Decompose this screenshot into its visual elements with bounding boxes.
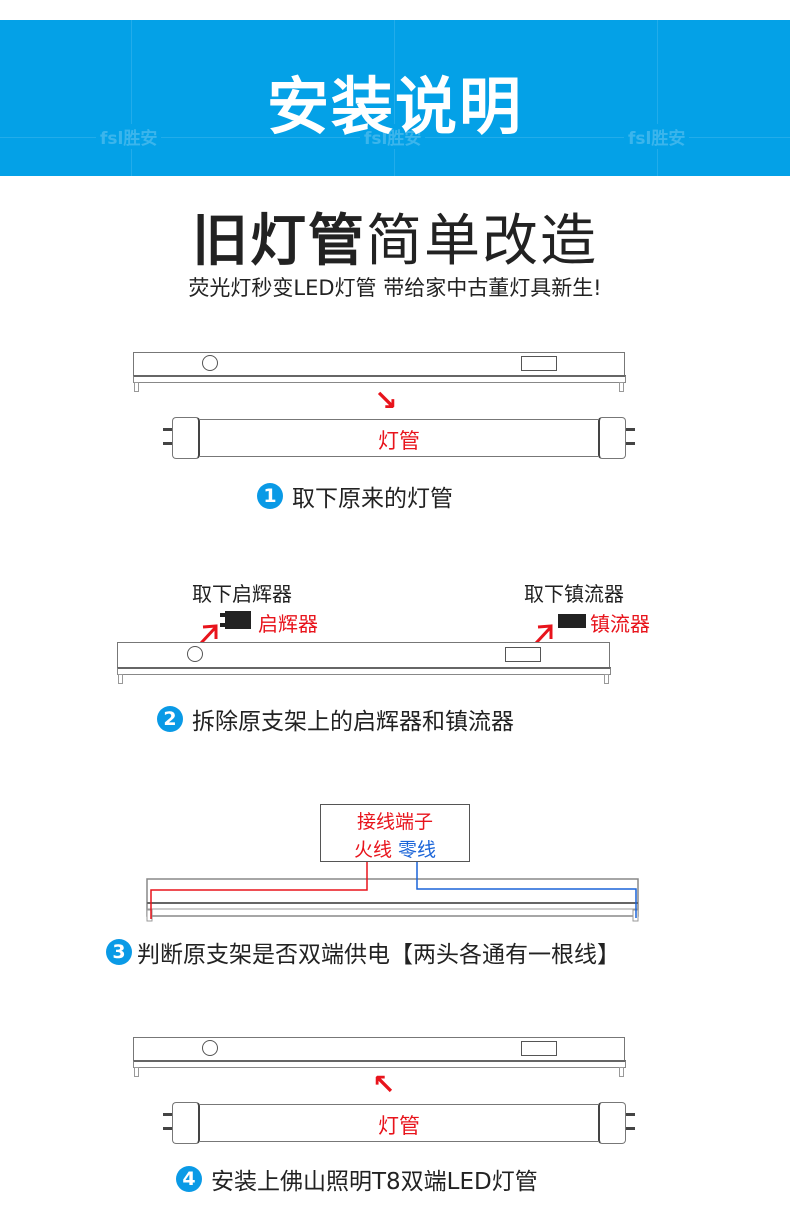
watermark: fsl胜安 — [624, 124, 690, 149]
tube-pin — [163, 428, 172, 431]
ballast-icon — [558, 614, 586, 628]
callout-remove-ballast: 取下镇流器 — [524, 582, 624, 606]
tube-label: 灯管 — [378, 1114, 420, 1138]
fixture-leg — [118, 674, 123, 684]
live-wire — [150, 862, 368, 919]
tube-pin — [163, 1127, 172, 1130]
ballast-box — [521, 1041, 557, 1056]
tube-end-cap — [598, 1102, 635, 1144]
starter-socket — [202, 355, 218, 371]
step-caption: 1 取下原来的灯管 — [257, 479, 453, 513]
starter-icon — [220, 611, 251, 629]
neutral-wire-label: 零线 — [398, 839, 437, 861]
ballast-box — [521, 356, 557, 371]
fixture-leg — [134, 382, 139, 392]
ballast-box — [505, 647, 541, 662]
tube-end-cap — [163, 1102, 200, 1144]
fixture-leg — [604, 674, 609, 684]
starter-socket — [202, 1040, 218, 1056]
terminal-wires: 火线 零线 — [321, 835, 469, 862]
tube-end-cap — [598, 417, 635, 459]
wiring-terminal: 接线端子 火线 零线 — [320, 804, 470, 862]
fixture-leg — [619, 1067, 624, 1077]
tube-label: 灯管 — [378, 429, 420, 453]
arrow-down-right-icon: ↘ — [374, 384, 398, 417]
step-number-badge: 4 — [176, 1166, 202, 1192]
tube-pin — [626, 1127, 635, 1130]
page-headline: 旧灯管简单改造 — [0, 196, 790, 277]
step-text: 判断原支架是否双端供电【两头各通有一根线】 — [137, 942, 620, 968]
led-tube: 灯管 — [163, 417, 635, 459]
neutral-wire — [416, 862, 637, 918]
starter-label: 启辉器 — [258, 612, 318, 636]
wired-fixture-bracket — [146, 862, 639, 922]
terminal-title: 接线端子 — [356, 811, 433, 833]
page-subtitle: 荧光灯秒变LED灯管 带给家中古董灯具新生! — [188, 276, 602, 300]
step-text: 取下原来的灯管 — [292, 486, 453, 512]
tube-end-cap — [163, 417, 200, 459]
header-banner: fsl胜安 fsl胜安 fsl胜安 安装说明 — [0, 20, 790, 176]
step-number-badge: 1 — [257, 483, 283, 509]
tube-pin — [626, 442, 635, 445]
tube-pin — [626, 428, 635, 431]
fixture-base — [132, 1060, 626, 1068]
fixture-bracket — [116, 642, 611, 684]
headline-bold: 旧灯管 — [192, 209, 366, 274]
live-wire-label: 火线 — [353, 839, 392, 861]
ballast-label: 镇流器 — [590, 612, 650, 636]
arrow-up-left-icon: ↖ — [372, 1068, 396, 1101]
starter-socket — [187, 646, 203, 662]
led-tube: 灯管 — [163, 1102, 635, 1144]
grid-line — [657, 20, 658, 176]
step-text: 拆除原支架上的启辉器和镇流器 — [192, 709, 514, 735]
step-number-badge: 3 — [106, 939, 132, 965]
grid-line — [131, 20, 132, 176]
fixture-bracket — [132, 1037, 626, 1077]
grid-line — [394, 20, 395, 176]
fixture-base — [132, 375, 626, 383]
headline-light: 简单改造 — [366, 209, 598, 274]
tube-pin — [626, 1113, 635, 1116]
step-caption: 4 安装上佛山照明T8双端LED灯管 — [176, 1162, 538, 1196]
watermark: fsl胜安 — [360, 124, 426, 149]
fixture-leg — [619, 382, 624, 392]
step-text: 安装上佛山照明T8双端LED灯管 — [211, 1169, 538, 1195]
banner-title: 安装说明 — [266, 70, 523, 143]
step-number-badge: 2 — [157, 706, 183, 732]
fixture-leg — [134, 1067, 139, 1077]
tube-pin — [163, 442, 172, 445]
fixture-bracket — [132, 352, 626, 392]
fixture-base — [116, 667, 611, 675]
step-caption: 3 判断原支架是否双端供电【两头各通有一根线】 — [106, 935, 620, 969]
step-caption: 2 拆除原支架上的启辉器和镇流器 — [157, 702, 514, 736]
callout-remove-starter: 取下启辉器 — [192, 582, 292, 606]
watermark: fsl胜安 — [96, 124, 162, 149]
tube-pin — [163, 1113, 172, 1116]
